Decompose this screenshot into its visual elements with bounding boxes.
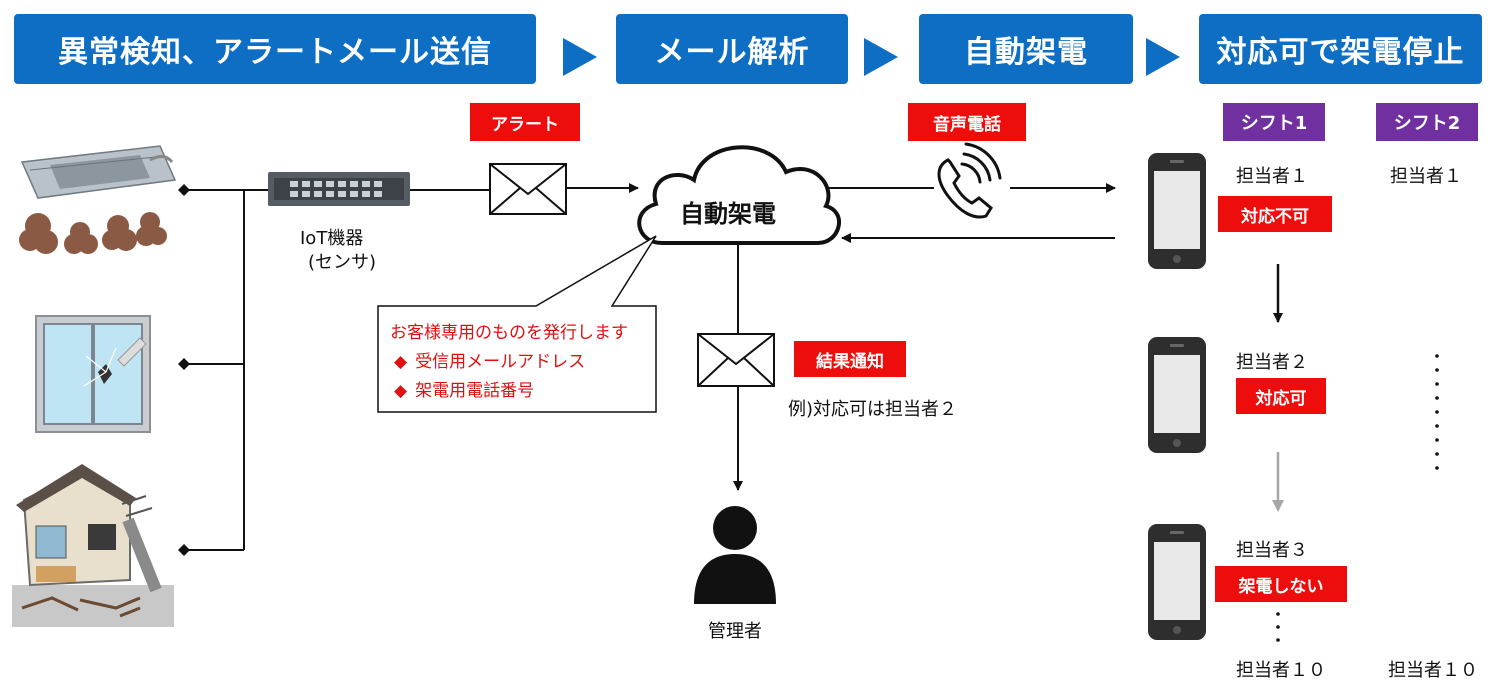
admin-label: 管理者 [708, 621, 762, 642]
result-notice-tag: 結果通知 [794, 341, 906, 377]
shift2-tag: シフト2 [1376, 103, 1478, 141]
callout-item-label: 架電用電話番号 [415, 381, 535, 401]
step-label: 自動架電 [964, 35, 1088, 70]
step-arrow-1 [563, 38, 597, 76]
step-anomaly-detection: 異常検知、アラートメール送信 [14, 14, 536, 84]
smoke-icon [19, 212, 167, 254]
iot-device-label: IoT機器 [300, 228, 364, 249]
step-label: メール解析 [654, 35, 810, 70]
air-conditioner-icon [20, 145, 177, 199]
status-badge-label: 対応不可 [1241, 206, 1309, 227]
bullet-diamond-icon: ◆ [394, 352, 408, 372]
shift1-tag-label: シフト1 [1240, 113, 1308, 134]
damaged-house-icon [12, 464, 174, 627]
shift1-last-person: 担当者１０ [1236, 660, 1326, 681]
callout-title: お客様専用のものを発行します [390, 323, 628, 343]
status-badge: 対応不可 [1218, 196, 1332, 232]
status-badge: 対応可 [1236, 378, 1326, 414]
callout-box [377, 235, 657, 413]
connector-diamond [178, 358, 190, 370]
voice-call-tag-label: 音声電話 [933, 114, 1001, 135]
status-badge: 架電しない [1215, 566, 1347, 602]
result-example-label: 例)対応可は担当者２ [788, 399, 958, 420]
phone-handset-icon [937, 142, 1002, 219]
mail-envelope-icon [489, 163, 567, 215]
shift1-person-name: 担当者１ [1236, 166, 1308, 187]
bullet-diamond-icon: ◆ [394, 381, 408, 401]
iot-switch-icon [268, 172, 410, 206]
callout-item: ◆ 架電用電話番号 [390, 376, 628, 401]
status-badge-label: 架電しない [1238, 576, 1324, 597]
status-badge-label: 対応可 [1255, 388, 1307, 409]
connector-diamond [178, 544, 190, 556]
smartphone-icon [1148, 524, 1206, 640]
step-arrow-3 [1146, 38, 1180, 76]
voice-call-tag: 音声電話 [908, 103, 1026, 141]
alert-tag: アラート [470, 103, 580, 141]
admin-person-icon [694, 506, 776, 604]
ellipsis-dots [1276, 612, 1280, 642]
step-stop-call: 対応可で架電停止 [1199, 14, 1482, 84]
step-mail-analysis: メール解析 [616, 14, 848, 84]
shift1-tag: シフト1 [1223, 103, 1325, 141]
callout-item: ◆ 受信用メールアドレス [390, 347, 628, 372]
connector-diamond [178, 184, 190, 196]
step-label: 対応可で架電停止 [1216, 35, 1465, 70]
step-label: 異常検知、アラートメール送信 [58, 35, 492, 70]
alert-tag-label: アラート [491, 114, 559, 135]
shift1-person-name: 担当者３ [1236, 540, 1308, 561]
step-arrow-2 [864, 38, 898, 76]
cloud-label: 自動架電 [680, 200, 776, 228]
shift2-first-person: 担当者１ [1390, 166, 1462, 187]
smartphone-icon [1148, 337, 1206, 453]
shift2-tag-label: シフト2 [1393, 113, 1461, 134]
callout-item-label: 受信用メールアドレス [415, 352, 586, 372]
broken-window-icon [35, 315, 151, 433]
smartphone-icon [1148, 153, 1206, 269]
shift2-last-person: 担当者１０ [1388, 660, 1478, 681]
shift2-ellipsis-dots [1435, 354, 1439, 470]
iot-sensor-label: (センサ) [308, 252, 377, 273]
callout-text: お客様専用のものを発行します ◆ 受信用メールアドレス ◆ 架電用電話番号 [390, 318, 628, 401]
result-notice-tag-label: 結果通知 [816, 351, 884, 372]
result-envelope-icon [697, 333, 775, 387]
cloud-shape [637, 145, 841, 245]
step-auto-call: 自動架電 [919, 14, 1133, 84]
shift1-person-name: 担当者２ [1236, 352, 1308, 373]
